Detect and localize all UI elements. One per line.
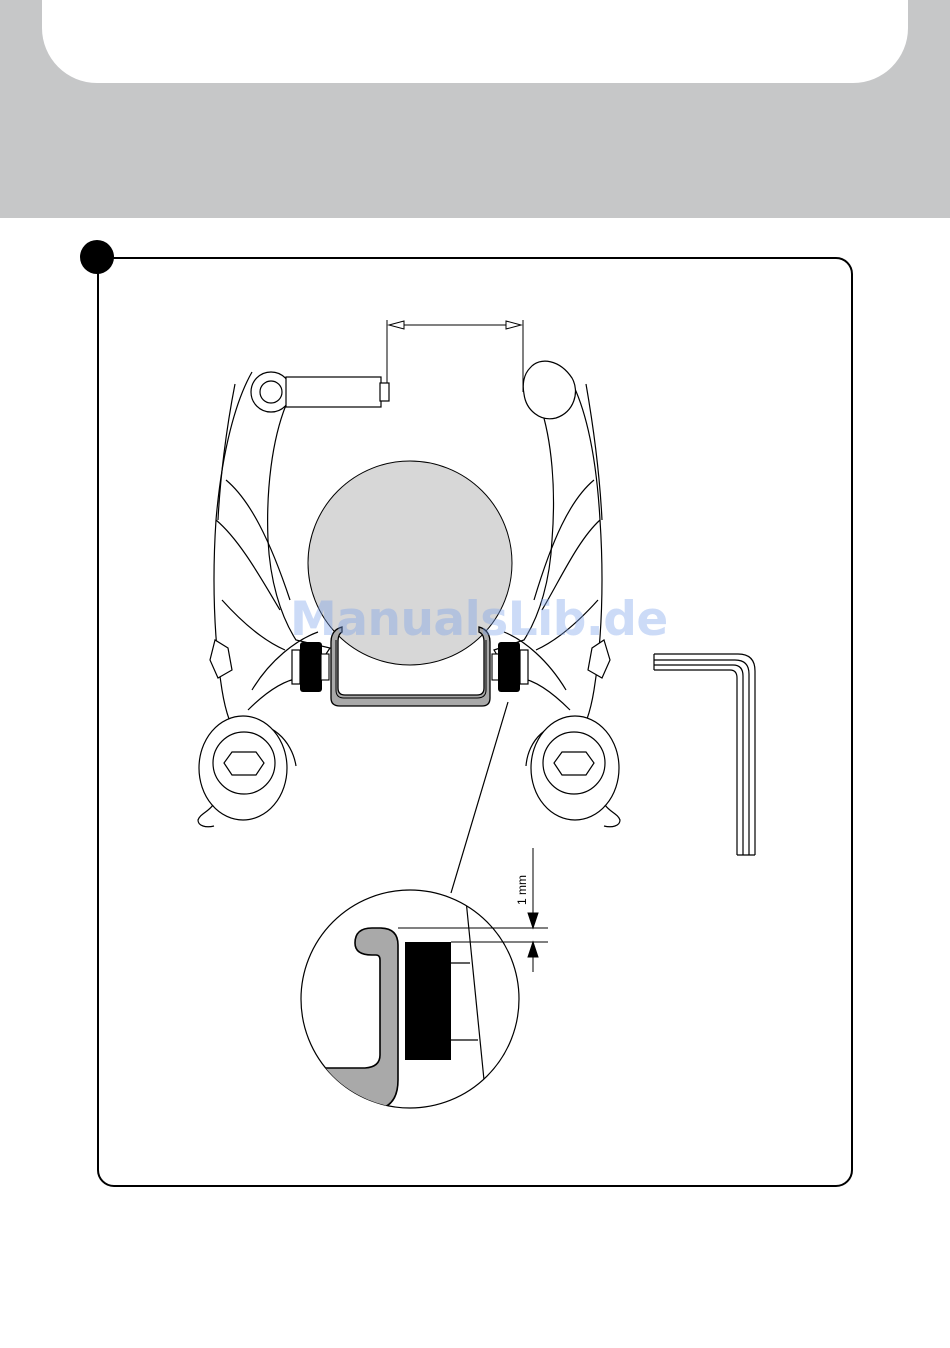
right-brake-pad (492, 642, 528, 692)
detail-view (300, 890, 519, 1110)
step-marker (80, 240, 114, 274)
spacing-dimension (387, 320, 523, 392)
right-brake-arm (494, 361, 620, 827)
allen-key-icon (654, 654, 755, 855)
detail-leader-line (451, 702, 508, 893)
gap-label: 1 mm (515, 875, 529, 905)
left-brake-pad (292, 642, 329, 692)
